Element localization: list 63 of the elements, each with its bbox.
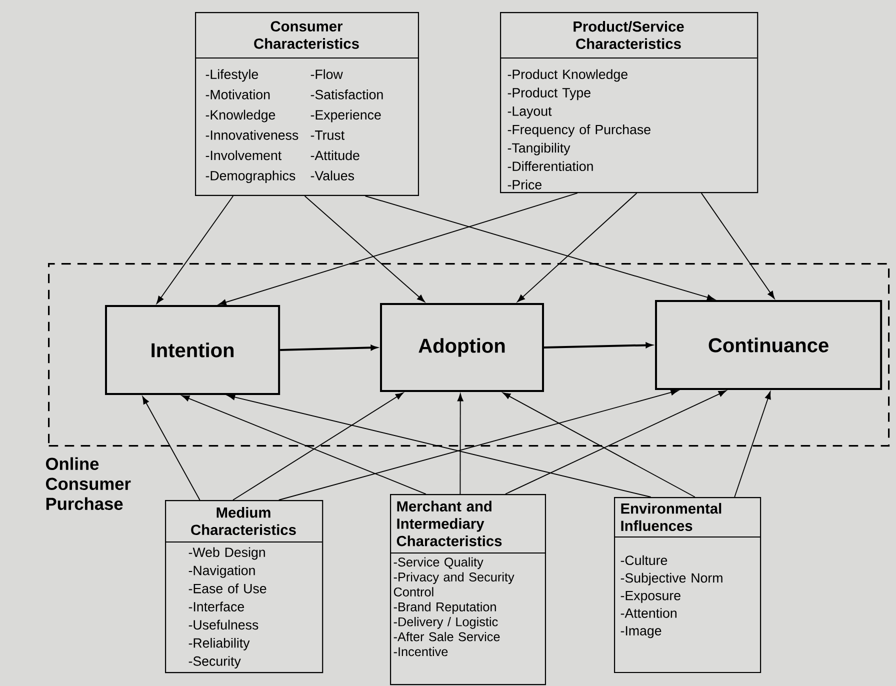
stage-box: Continuance xyxy=(655,300,882,390)
list-item: -Incentive xyxy=(394,646,448,656)
list-item: -Service Quality xyxy=(394,557,484,570)
box-heading: Consumer Characteristics xyxy=(254,21,359,49)
arrow xyxy=(218,192,578,306)
list-item: -Layout xyxy=(508,106,552,118)
list-item: -Tangibility xyxy=(508,142,570,156)
arrow xyxy=(700,192,775,299)
list-item: -Innovativeness xyxy=(206,130,298,140)
arrow xyxy=(142,396,200,500)
list-item: -Navigation xyxy=(188,565,255,578)
list-item: -Product Type xyxy=(508,88,590,100)
arrow xyxy=(227,394,652,498)
list-item: -Price xyxy=(508,180,542,190)
list-item: -Security xyxy=(188,656,241,668)
arrow xyxy=(232,392,404,500)
arrow xyxy=(156,196,234,304)
list-item: -Web Design xyxy=(188,547,265,560)
list-item: -Satisfaction xyxy=(310,90,383,100)
box-heading: Medium Characteristics xyxy=(191,506,296,536)
list-item: -Differentiation xyxy=(508,161,593,172)
list-item: -Interface xyxy=(188,602,244,612)
list-item: -Product Knowledge xyxy=(508,69,628,82)
list-item: -Demographics xyxy=(206,170,296,184)
list-item: -Values xyxy=(310,170,354,180)
list-item: -Involvement xyxy=(206,150,282,160)
list-item: -Ease of Use xyxy=(188,584,266,594)
arrow xyxy=(504,390,726,494)
arrow xyxy=(517,192,638,302)
list-item: -Flow xyxy=(310,69,343,80)
arrow xyxy=(280,345,377,351)
box-heading: Environmental Influences xyxy=(621,502,722,532)
list-item: -Attention xyxy=(620,608,676,618)
list-item: -Reliability xyxy=(188,638,250,650)
list-item: -Exposure xyxy=(620,590,680,603)
list-item: -Experience xyxy=(310,110,381,122)
list-item: -Subjective Norm xyxy=(620,572,722,586)
list-item: -Culture xyxy=(620,555,668,566)
box-heading: Product/Service Characteristics xyxy=(574,20,684,50)
list-item: -Attitude xyxy=(310,150,360,160)
arrow xyxy=(364,196,715,300)
list-item: -Privacy and Security Control xyxy=(394,572,514,596)
list-item: -Brand Reputation xyxy=(394,602,496,614)
stage-box: Intention xyxy=(105,305,280,395)
list-item: -Frequency of Purchase xyxy=(508,124,650,137)
arrow xyxy=(544,342,652,348)
arrow xyxy=(182,395,426,494)
boundary-label: Online Consumer Purchase xyxy=(46,457,131,510)
arrow xyxy=(502,392,696,498)
list-item: -Lifestyle xyxy=(206,69,258,82)
list-item: -Image xyxy=(620,626,662,638)
list-item: -Trust xyxy=(310,130,344,140)
list-item: -Motivation xyxy=(206,90,270,100)
arrow xyxy=(304,196,425,302)
list-item: -Knowledge xyxy=(206,110,276,122)
stage-box: Adoption xyxy=(380,303,544,392)
arrow xyxy=(734,391,771,498)
list-item: -Usefulness xyxy=(188,620,258,630)
box-heading: Merchant and Intermediary Characteristics xyxy=(396,500,502,546)
list-item: -After Sale Service xyxy=(394,632,500,642)
list-item: -Delivery / Logistic xyxy=(394,617,498,629)
arrow xyxy=(278,389,678,500)
arrow xyxy=(457,393,464,494)
